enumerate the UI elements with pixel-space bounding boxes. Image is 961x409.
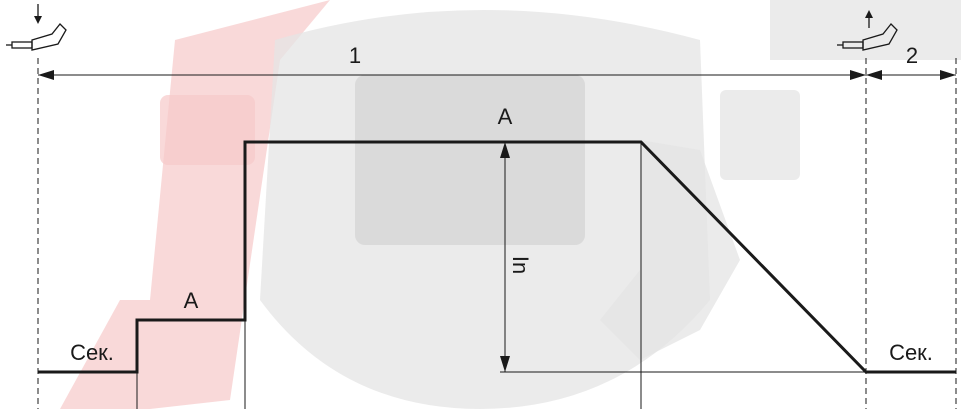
- welding-torch-trigger-release-icon: [837, 10, 898, 51]
- watermark-gray-block: [770, 0, 961, 60]
- welding-torch-trigger-press-icon: [6, 4, 67, 51]
- dimension-in-arrow-bottom: [500, 356, 510, 372]
- label-current-top: A: [498, 104, 513, 129]
- dimension-cycle-arrow-right: [850, 70, 866, 80]
- dimension-current-in: [500, 142, 510, 372]
- watermark-gray-hand: [600, 140, 740, 360]
- dimension-post-arrow-left: [866, 70, 882, 80]
- dimension-post: [866, 70, 956, 80]
- label-current-mid: A: [184, 288, 199, 313]
- watermark-gray-visor: [355, 75, 585, 245]
- label-cycle: 1: [349, 43, 361, 68]
- solid-guides: [136, 142, 642, 409]
- dimension-cycle-arrow-left: [38, 70, 54, 80]
- dimension-cycle: [38, 70, 866, 80]
- dimension-in-arrow-top: [500, 142, 510, 158]
- welding-mask-watermark-icon: [60, 0, 961, 409]
- label-post-flow: Сек.: [889, 340, 933, 365]
- label-pre-flow: Сек.: [70, 340, 114, 365]
- watermark-red-left-bottom: [60, 300, 150, 409]
- dashed-guides: [37, 58, 957, 409]
- label-post: 2: [906, 43, 918, 68]
- label-current-in: In: [508, 256, 533, 274]
- watermark-red-panel: [160, 95, 255, 165]
- current-profile-line: [38, 140, 956, 374]
- watermark-gray-panel-right: [720, 90, 800, 180]
- dimension-post-arrow-right: [940, 70, 956, 80]
